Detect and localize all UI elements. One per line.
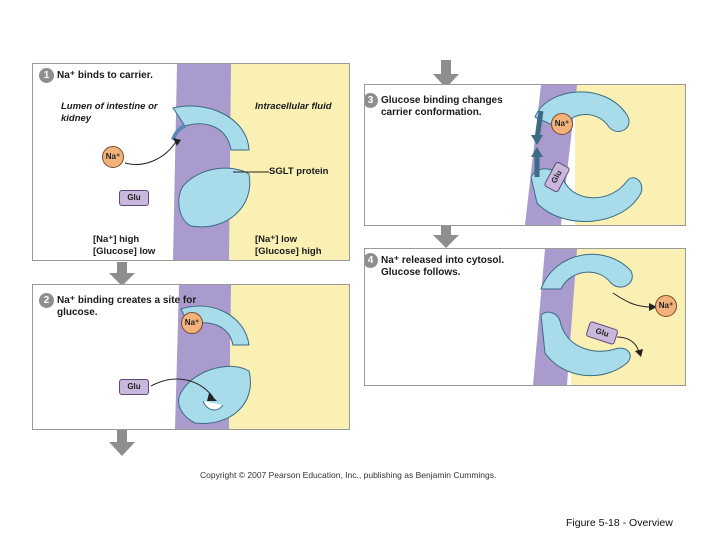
panel-step-2: 2 Na⁺ binding creates a site for glucose… [32,284,350,430]
panel-step-3: 3 Glucose binding changes carrier confor… [364,84,686,226]
copyright-notice: Copyright © 2007 Pearson Education, Inc.… [200,470,497,480]
step-1-badge: 1 [39,68,54,83]
lumen-label: Lumen of intestine or kidney [61,101,158,124]
glucose-molecule: Glu [119,190,149,206]
flow-arrow-bottom-left [109,430,135,456]
step-3-title: Glucose binding changes carrier conforma… [381,95,503,118]
flow-arrow-top-right [433,60,459,88]
sodium-ion-bound: Na⁺ [181,312,203,334]
lumen-concentration: [Na⁺] high [Glucose] low [93,234,156,257]
step-4-badge: 4 [365,253,378,268]
panel-step-1: 1 Na⁺ binds to carrier. Lumen of intesti… [32,63,350,261]
step-3-badge: 3 [365,93,378,108]
step1-illustration [124,64,349,260]
step-2-badge: 2 [39,293,54,308]
step4-illustration [533,249,685,385]
cell-concentration: [Na⁺] low [Glucose] high [255,234,322,257]
figure-caption: Figure 5-18 - Overview [566,517,673,529]
step-4-title: Na⁺ released into cytosol. Glucose follo… [381,255,505,278]
flow-arrow-step3-to-step4 [433,224,459,248]
flow-arrow-step1-to-step2 [109,262,135,286]
panel-step-4: 4 Na⁺ released into cytosol. Glucose fol… [364,248,686,386]
sodium-ion-bound: Na⁺ [551,113,573,135]
step-2-title: Na⁺ binding creates a site for glucose. [57,295,197,318]
step-1-title: Na⁺ binds to carrier. [57,70,153,81]
sodium-ion: Na⁺ [102,146,124,168]
glucose-molecule: Glu [119,379,149,395]
sglt-protein-label: SGLT protein [269,166,329,177]
sodium-ion-released: Na⁺ [655,295,677,317]
intracellular-label: Intracellular fluid [255,101,332,112]
